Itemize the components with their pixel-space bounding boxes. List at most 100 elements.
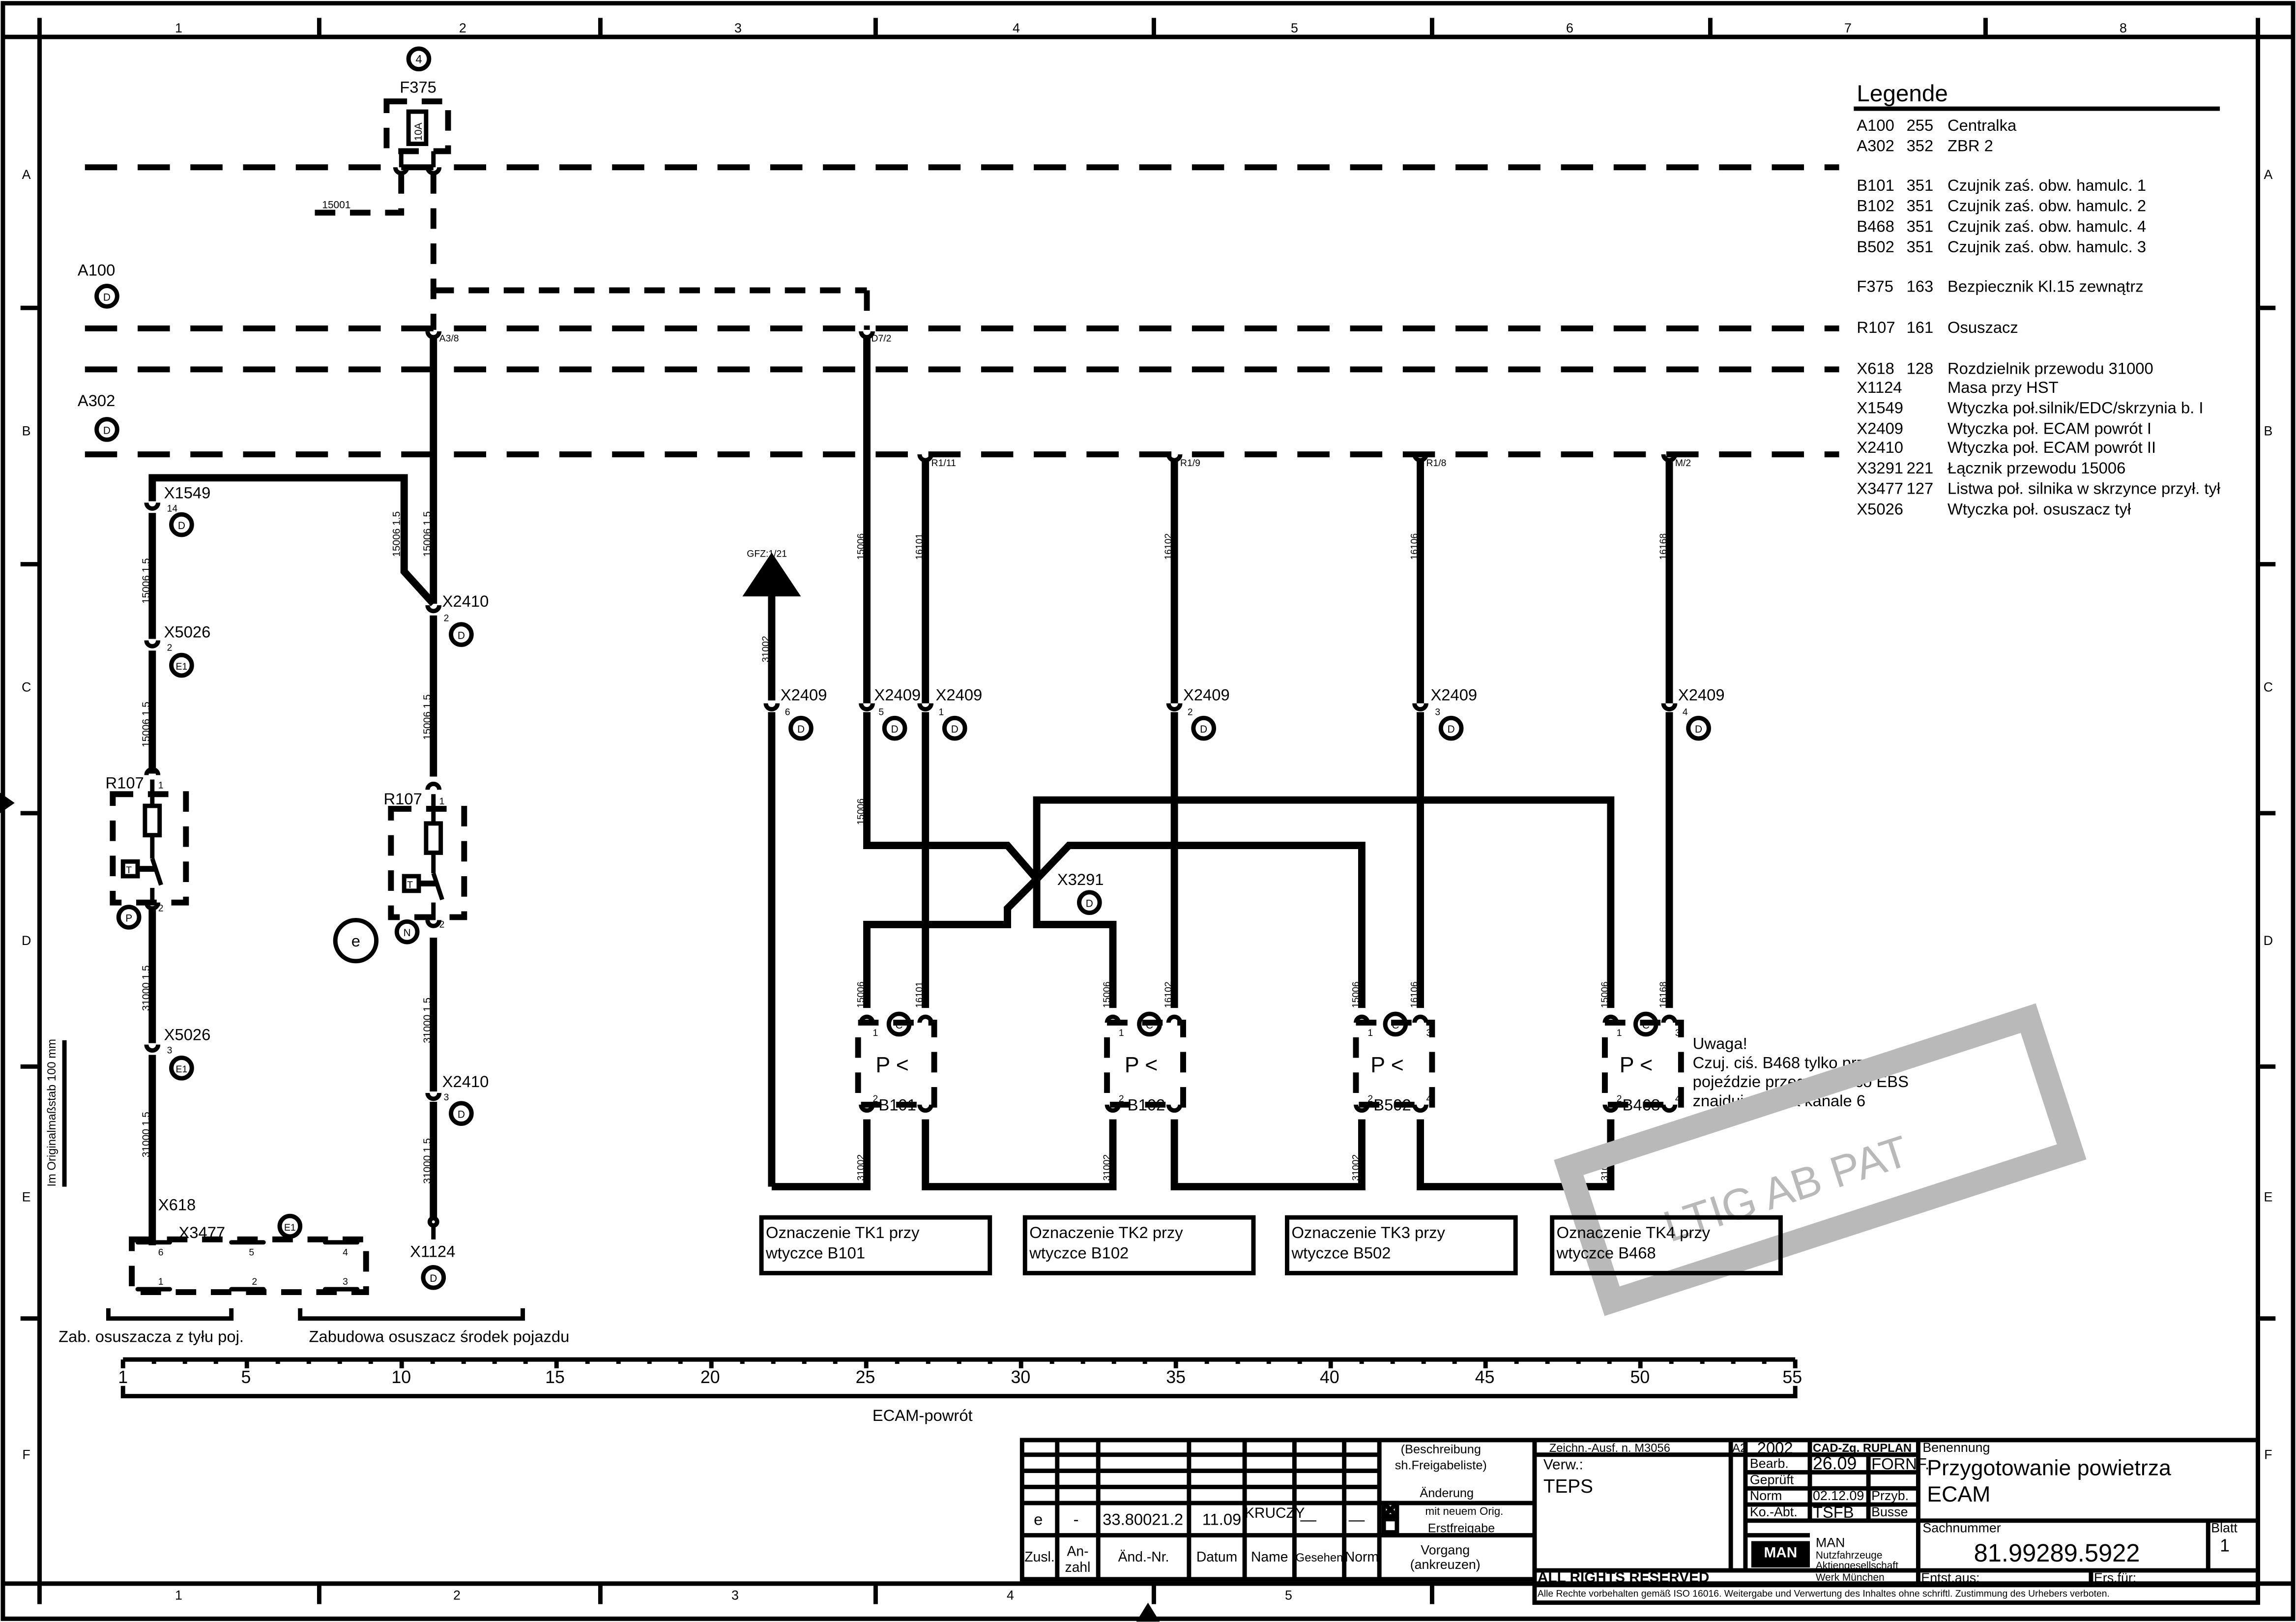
legend-row-2-col-2: Czujnik zaś. obw. hamulc. 1 (1947, 176, 2146, 194)
install-captions: Zab. osuszacza z tyłu poj. Zabudowa osus… (58, 1308, 570, 1345)
svg-text:C: C (2264, 680, 2273, 695)
svg-text:20: 20 (700, 1367, 720, 1387)
legend-row-2-col-1: 351 (1907, 176, 1934, 194)
svg-text:50: 50 (1630, 1367, 1650, 1387)
svg-text:D: D (178, 520, 185, 531)
svg-text:X2409: X2409 (781, 686, 827, 704)
svg-text:A3/8: A3/8 (439, 333, 459, 344)
svg-text:45: 45 (1475, 1367, 1495, 1387)
legend-row-6-col-1: 163 (1907, 277, 1934, 295)
svg-text:B: B (2264, 423, 2272, 438)
svg-text:Przyb.: Przyb. (1871, 1488, 1909, 1503)
svg-text:31002: 31002 (760, 636, 771, 662)
svg-text:wtyczce B502: wtyczce B502 (1291, 1244, 1391, 1262)
svg-text:mit neuem Orig.: mit neuem Orig. (1425, 1505, 1504, 1517)
row-labels: A B C D E F A B C D E F (22, 167, 2273, 1462)
legend-row-1-col-0: A302 (1857, 136, 1894, 154)
svg-text:Busse: Busse (1871, 1504, 1908, 1519)
svg-text:5: 5 (249, 1247, 254, 1258)
svg-text:31002: 31002 (1102, 1154, 1112, 1181)
tk-box-1: Oznaczenie TK1 przy wtyczce B101 (759, 1215, 992, 1275)
svg-text:Oznaczenie TK1 przy: Oznaczenie TK1 przy (766, 1223, 920, 1241)
sensor-b502: P < 1 3 2 4 B502 C 15006 16106 31002 (1350, 981, 1435, 1181)
svg-text:2: 2 (439, 919, 445, 930)
svg-text:Alle Rechte vorbehalten gemäß: Alle Rechte vorbehalten gemäß ISO 16016.… (1538, 1589, 2110, 1599)
svg-text:Oznaczenie TK3 przy: Oznaczenie TK3 przy (1291, 1223, 1445, 1241)
svg-text:Zabudowa osuszacz środek pojaz: Zabudowa osuszacz środek pojazdu (309, 1327, 570, 1345)
svg-text:X2409: X2409 (874, 686, 921, 704)
svg-text:Sachnummer: Sachnummer (1922, 1521, 2001, 1535)
svg-text:zahl: zahl (1065, 1559, 1091, 1575)
x2409-connector-4: X2409 4 D (1678, 686, 1725, 741)
svg-text:15006 1.5: 15006 1.5 (141, 558, 152, 604)
svg-text:15006: 15006 (856, 533, 867, 560)
svg-text:X2409: X2409 (1183, 686, 1230, 704)
svg-text:D: D (1200, 724, 1207, 735)
svg-text:1: 1 (439, 796, 445, 807)
svg-text:CAD-Zg. RUPLAN: CAD-Zg. RUPLAN (1813, 1442, 1912, 1455)
scale-note: Im Originalmaßstab 100 mm (45, 1039, 58, 1187)
svg-text:2: 2 (167, 642, 173, 653)
tk-box-2: Oznaczenie TK2 przy wtyczce B102 (1022, 1215, 1256, 1275)
x2409-connector-3: X2409 3 D (1430, 686, 1477, 741)
svg-text:35: 35 (1166, 1367, 1186, 1387)
svg-text:4: 4 (931, 1093, 937, 1104)
svg-text:T: T (407, 880, 413, 890)
svg-text:X2410: X2410 (442, 592, 489, 610)
svg-text:1: 1 (158, 780, 164, 791)
svg-text:C: C (896, 1020, 903, 1031)
svg-text:P <: P < (875, 1053, 908, 1077)
svg-text:16106: 16106 (1409, 981, 1420, 1008)
rail-pins: A3/8 D7/2 R1/11 R1/9 R1/8 M/2 (439, 333, 1691, 469)
svg-text:X1549: X1549 (164, 483, 211, 501)
svg-text:D: D (458, 630, 465, 641)
svg-text:Aktiengesellschaft: Aktiengesellschaft (1816, 1560, 1898, 1571)
svg-text:KRUCZY: KRUCZY (1245, 1505, 1305, 1521)
svg-text:X2409: X2409 (1678, 686, 1725, 704)
svg-text:3: 3 (1426, 1028, 1432, 1038)
svg-text:4: 4 (1426, 1093, 1432, 1104)
svg-text:31000 1.5: 31000 1.5 (141, 965, 152, 1011)
svg-text:X5026: X5026 (164, 622, 211, 641)
svg-text:C: C (22, 680, 31, 695)
svg-text:Zeichn.-Ausf. n. M3056: Zeichn.-Ausf. n. M3056 (1549, 1442, 1670, 1455)
legend-row-5-col-2: Czujnik zaś. obw. hamulc. 3 (1947, 237, 2146, 256)
svg-text:Bearb.: Bearb. (1750, 1456, 1789, 1471)
legend-row-7-col-1: 161 (1907, 318, 1934, 336)
legend-row-15-col-2: Wtyczka poł. osuszacz tył (1947, 500, 2131, 518)
svg-text:E1: E1 (176, 661, 188, 672)
svg-text:Änd.-Nr.: Änd.-Nr. (1118, 1549, 1169, 1564)
svg-text:A2: A2 (1732, 1442, 1746, 1455)
svg-text:2: 2 (252, 1276, 257, 1287)
svg-text:31000 1.5: 31000 1.5 (141, 1112, 152, 1157)
svg-text:R1/9: R1/9 (1180, 458, 1200, 469)
svg-text:4: 4 (415, 53, 422, 66)
svg-text:E1: E1 (176, 1064, 188, 1075)
svg-text:C: C (1392, 1020, 1399, 1031)
svg-text:B468: B468 (1623, 1096, 1660, 1114)
svg-text:16102: 16102 (1163, 981, 1174, 1008)
svg-text:P: P (125, 913, 132, 924)
svg-text:e: e (351, 932, 360, 950)
svg-text:15006: 15006 (856, 981, 867, 1008)
svg-text:X2410: X2410 (442, 1072, 489, 1091)
x2409-connector-6: X2409 6 D (781, 686, 827, 741)
legend-row-7-col-2: Osuszacz (1947, 318, 2018, 336)
svg-text:Verw.:: Verw.: (1543, 1457, 1583, 1473)
svg-text:E1: E1 (284, 1222, 296, 1233)
svg-text:wtyczce B101: wtyczce B101 (765, 1244, 865, 1262)
svg-text:15006: 15006 (856, 798, 867, 825)
svg-text:C: C (1146, 1020, 1153, 1031)
svg-text:R107: R107 (383, 790, 422, 808)
svg-text:15: 15 (545, 1367, 565, 1387)
svg-text:F: F (2264, 1447, 2272, 1462)
legend-row-13-col-1: 221 (1907, 459, 1934, 477)
svg-text:15006: 15006 (1350, 981, 1361, 1008)
tk-box-4: Oznaczenie TK4 przy wtyczce B468 (1550, 1215, 1783, 1275)
legend-row-3-col-0: B102 (1857, 197, 1894, 215)
svg-text:R107: R107 (105, 773, 144, 792)
legend-row-14-col-1: 127 (1907, 479, 1934, 498)
svg-text:GFZ:1/21: GFZ:1/21 (747, 549, 787, 560)
svg-text:TEPS: TEPS (1543, 1476, 1593, 1497)
legend-row-3-col-1: 351 (1907, 197, 1934, 215)
